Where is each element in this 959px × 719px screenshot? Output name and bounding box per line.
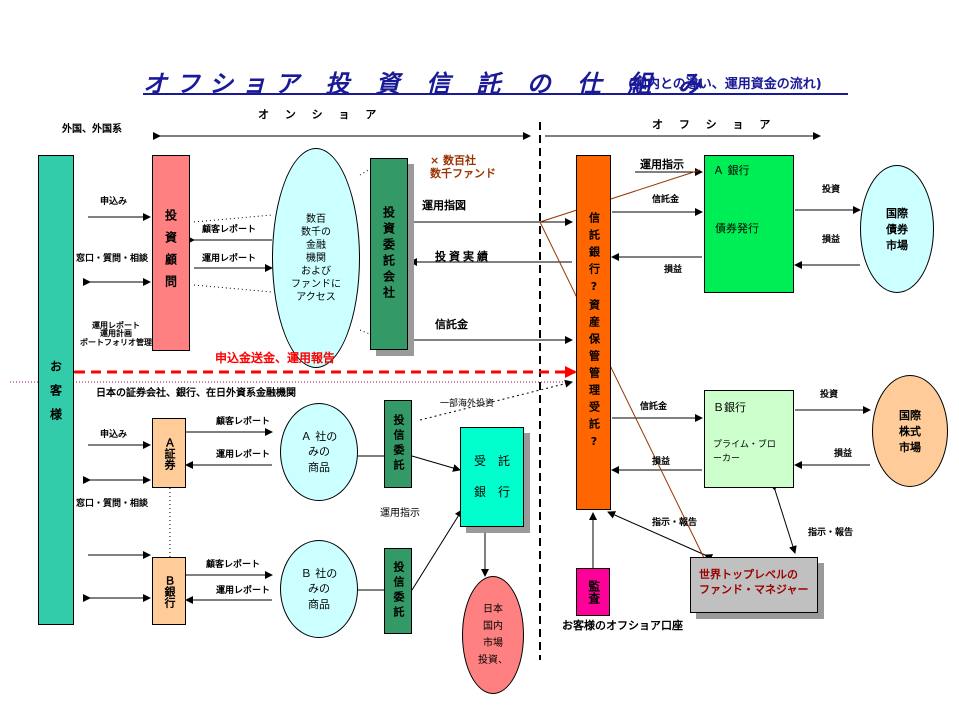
mgmt-instruction-2-label: 運用指示: [640, 158, 684, 171]
dotted-link-1: [193, 214, 273, 223]
trust-money-label: 信託金: [435, 318, 468, 331]
invest-advisor-box: 投資顧問: [152, 155, 190, 351]
invest-results-label: 投資実績: [435, 250, 491, 263]
arrow-trust-to-custodian-2: [411, 509, 463, 591]
bank-b-jp-box: Ｂ銀行: [152, 557, 186, 625]
title-underline: [143, 93, 848, 95]
profit-loss-a-label: 損益: [664, 265, 683, 275]
diagonal-link-lower: [539, 221, 706, 561]
bond-market-ellipse: 国際 債券 市場: [860, 165, 934, 293]
bank-b-title: Ｂ銀行: [713, 401, 746, 414]
bank-b-sub: プライム・ブローカー: [713, 440, 776, 464]
fund-manager-box: 世界トップレベルの ファンド・マネジャー: [690, 557, 818, 613]
b-products-ellipse: Ｂ 社の みの 商品: [280, 540, 358, 638]
securities-a-box: Ａ証券: [152, 418, 186, 488]
diagonal-link-upper: [539, 169, 701, 223]
remit-report-label: 申込金送金、運用報告: [215, 351, 336, 365]
arrow-partial-overseas: [419, 379, 573, 421]
mgmt-report-1-label: 運用レポート: [202, 254, 257, 264]
trust-bank-box: 信託銀行?資産保管管理受託?: [576, 155, 611, 510]
foreign-label: 外国、外国系: [62, 124, 122, 135]
bank-a-box: Ａ 銀行 債券発行: [704, 155, 794, 293]
audit-label: 監査: [586, 580, 601, 604]
bank-b-box: Ｂ銀行 プライム・ブローカー: [704, 390, 794, 488]
offshore-account-label: お客様のオフショア口座: [562, 619, 683, 632]
reports-left-label: 運用レポート 運用計画 ポートフォリオ管理: [80, 321, 152, 347]
dotted-link-2: [193, 284, 273, 293]
offshore-label: オ フ シ ョ ア: [652, 118, 777, 131]
japan-label: 日本の証券会社、銀行、在日外資系金融機関: [96, 388, 296, 399]
audit-box: 監査: [576, 568, 610, 616]
customer-box: お 客 様: [38, 155, 74, 625]
profit-loss-mkt-b-label: 損益: [834, 449, 853, 459]
profit-loss-mkt-a-label: 損益: [822, 235, 841, 245]
instruct-report-2-label: 指示・報告: [808, 528, 854, 538]
trust-money-a-label: 信託金: [652, 195, 680, 205]
profit-loss-b-label: 損益: [652, 457, 671, 467]
client-report-3-label: 顧客レポート: [206, 560, 261, 570]
inv-trust-2-box: 投信委託: [384, 548, 412, 634]
mgmt-report-3-label: 運用レポート: [216, 586, 271, 596]
client-report-2-label: 顧客レポート: [216, 417, 271, 427]
arrow-trust-to-custodian-1: [411, 455, 461, 472]
instruct-report-1-label: 指示・報告: [652, 518, 698, 528]
bank-a-title: Ａ 銀行: [713, 164, 750, 177]
asset-mgmt-box: 投資委託会社: [370, 158, 408, 350]
access-ellipse: 数百 数千の 金融 機関 および ファンドに アクセス: [272, 148, 360, 368]
fund-manager-label: 世界トップレベルの ファンド・マネジャー: [699, 568, 809, 597]
client-report-1-label: 顧客レポート: [202, 225, 257, 235]
partial-overseas-label: 一部海外投資: [440, 399, 495, 409]
invest-a-label: 投資: [822, 185, 841, 195]
diagram-subtitle: (国内との違い、運用資金の流れ): [628, 77, 822, 92]
jp-market-ellipse: 日本 国内 市場 投資、: [462, 576, 524, 694]
mgmt-instruction-label: 運用指図: [422, 199, 466, 212]
a-products-ellipse: Ａ 社の みの 商品: [280, 403, 358, 501]
arrow-instruct-report-1: [607, 511, 714, 562]
window-2-label: 窓口・質問・相談: [76, 499, 149, 509]
apply-1-label: 申込み: [100, 197, 128, 207]
arrow-instruct-report-2: [769, 482, 797, 554]
window-1-label: 窓口・質問・相談: [76, 254, 149, 264]
count-note: × 数百社 数千ファンド: [430, 154, 496, 181]
trust-money-b-label: 信託金: [640, 402, 668, 412]
apply-2-label: 申込み: [100, 430, 128, 440]
mgmt-instruct-low-label: 運用指示: [380, 508, 420, 519]
bank-a-sub: 債券発行: [715, 222, 759, 235]
custodian-box: 受 託 銀 行: [460, 427, 524, 527]
invest-b-label: 投資: [820, 390, 839, 400]
mgmt-report-2-label: 運用レポート: [216, 450, 271, 460]
inv-trust-1-box: 投信委託: [384, 400, 412, 488]
stock-market-ellipse: 国際 株式 市場: [872, 375, 948, 487]
onshore-label: オ ン シ ョ ア: [258, 108, 383, 121]
